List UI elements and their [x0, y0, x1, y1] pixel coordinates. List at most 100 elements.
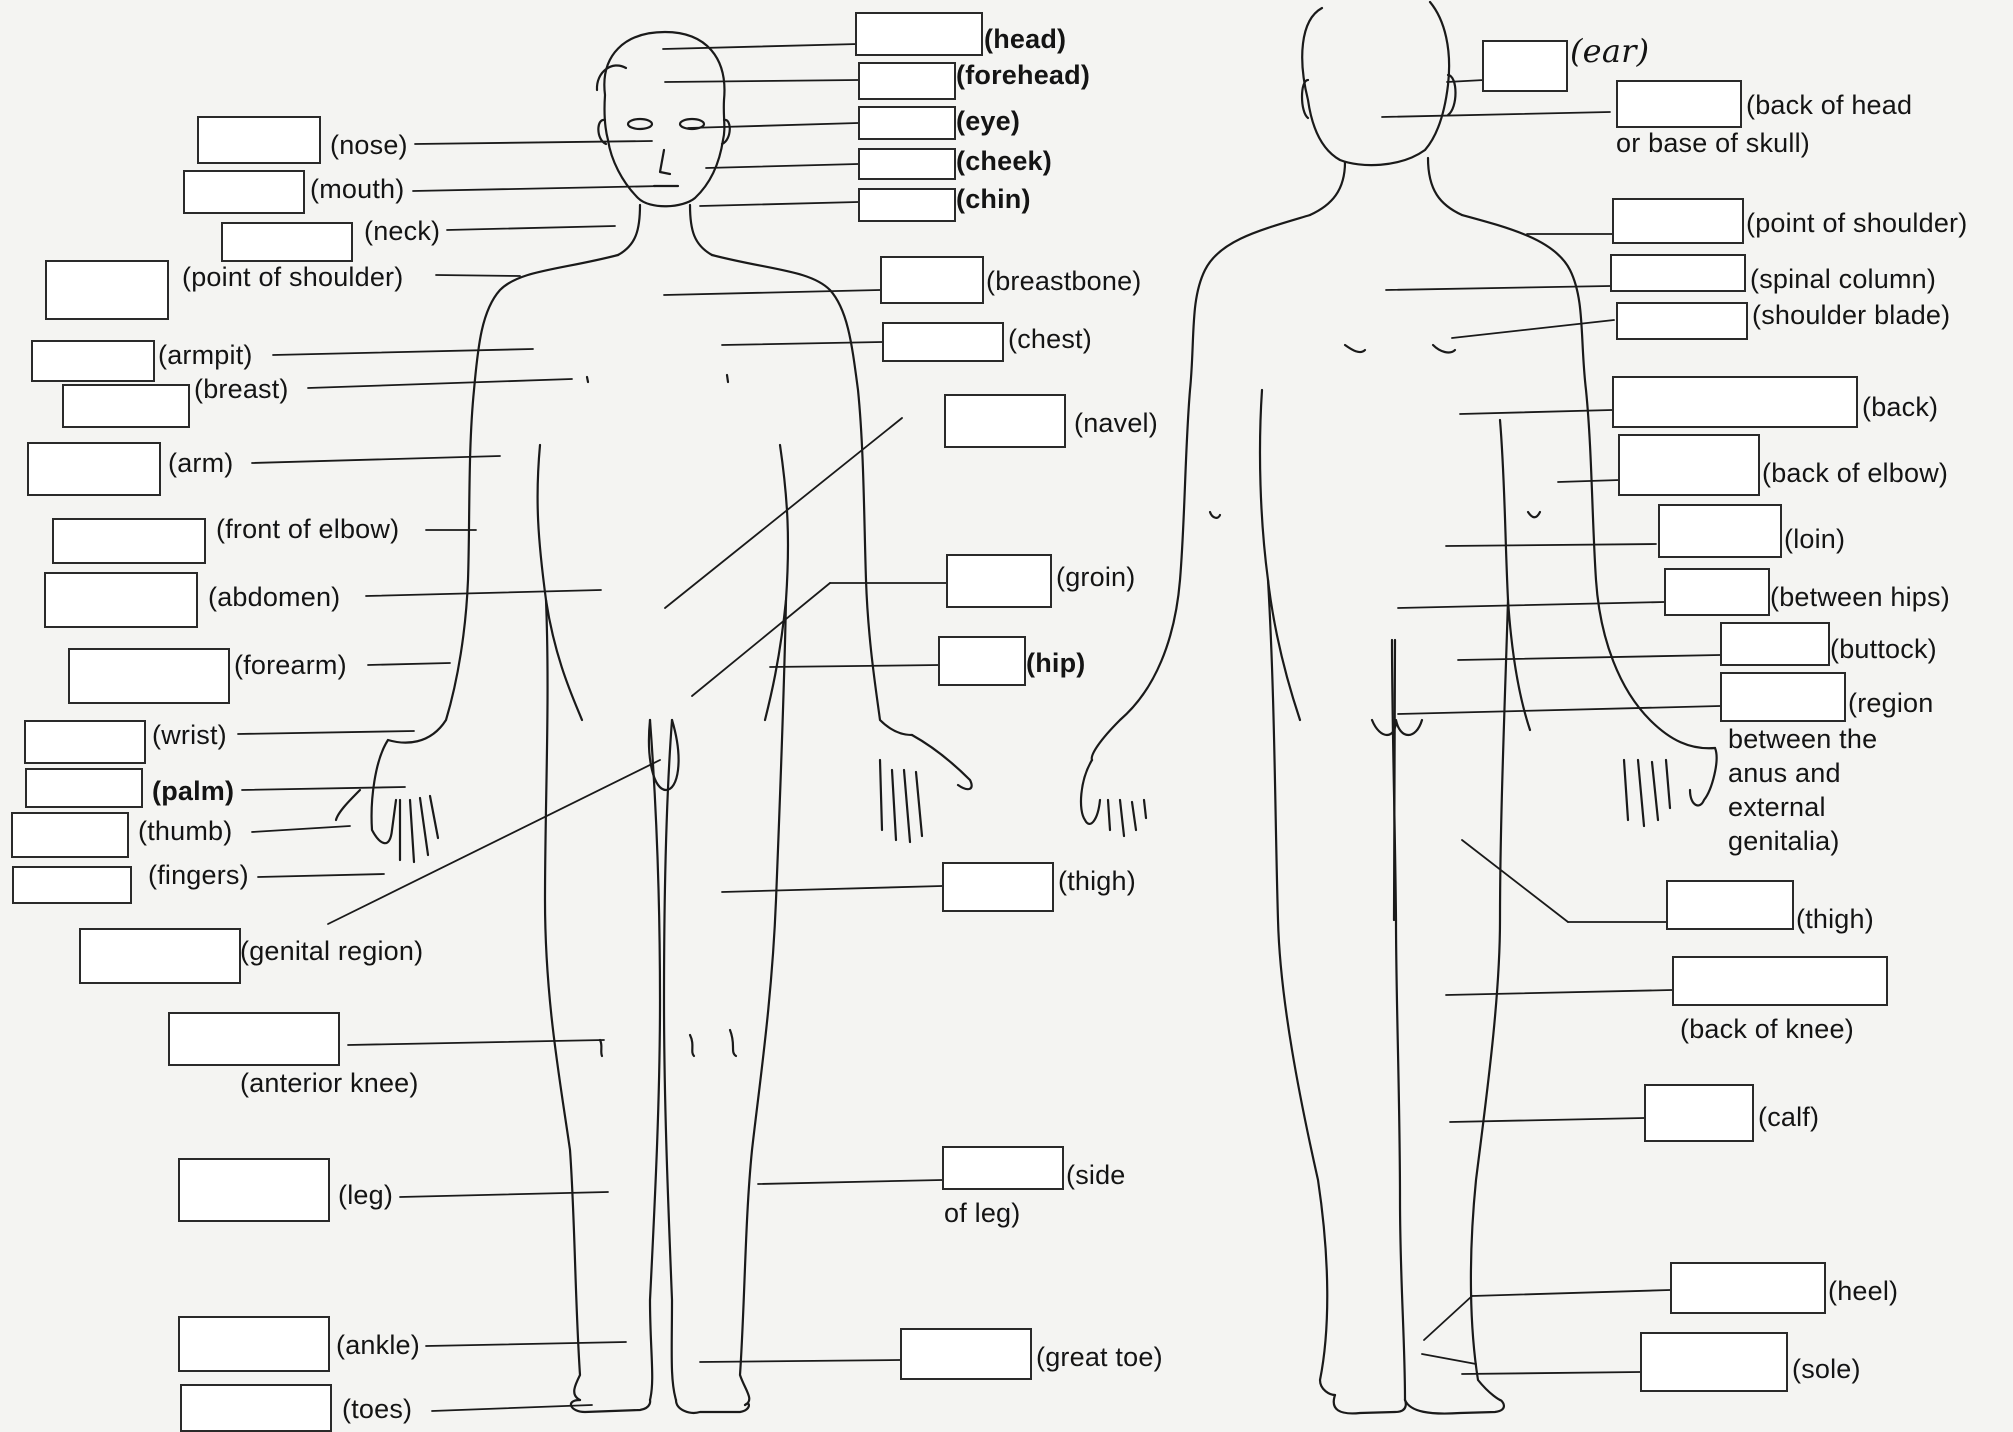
label-side-of-leg-2: of leg) — [944, 1198, 1020, 1228]
label-point-of-shoulder-back: (point of shoulder) — [1746, 208, 1967, 238]
label-chest: (chest) — [1008, 324, 1092, 354]
label-navel: (navel) — [1074, 408, 1158, 438]
label-spinal-column: (spinal column) — [1750, 264, 1936, 294]
answer-box-arm[interactable] — [27, 442, 161, 496]
answer-box-back-of-head[interactable] — [1616, 80, 1742, 128]
label-region-2: between the — [1728, 724, 1877, 754]
answer-box-shoulder-blade[interactable] — [1616, 302, 1748, 340]
answer-box-neck[interactable] — [221, 222, 353, 262]
answer-box-region-anus-genitalia[interactable] — [1720, 672, 1846, 722]
label-back-of-elbow: (back of elbow) — [1762, 458, 1948, 488]
label-breast: (breast) — [194, 374, 289, 404]
label-region-4: external — [1728, 792, 1826, 822]
label-wrist: (wrist) — [152, 720, 227, 750]
answer-box-side-of-leg[interactable] — [942, 1146, 1064, 1190]
label-forearm: (forearm) — [234, 650, 347, 680]
label-sole: (sole) — [1792, 1354, 1861, 1384]
answer-box-chest[interactable] — [882, 322, 1004, 362]
answer-box-back[interactable] — [1612, 376, 1858, 428]
answer-box-front-of-elbow[interactable] — [52, 518, 206, 564]
answer-box-eye[interactable] — [858, 106, 956, 140]
answer-box-great-toe[interactable] — [900, 1328, 1032, 1380]
label-front-of-elbow: (front of elbow) — [216, 514, 399, 544]
answer-box-palm[interactable] — [25, 768, 143, 808]
answer-box-toes[interactable] — [180, 1384, 332, 1432]
answer-box-back-of-knee[interactable] — [1672, 956, 1888, 1006]
answer-box-sole[interactable] — [1640, 1332, 1788, 1392]
label-cheek: (cheek) — [956, 146, 1052, 176]
label-mouth: (mouth) — [310, 174, 404, 204]
answer-box-wrist[interactable] — [24, 720, 146, 764]
label-thigh-front: (thigh) — [1058, 866, 1136, 896]
label-thigh-back: (thigh) — [1796, 904, 1874, 934]
answer-box-ankle[interactable] — [178, 1316, 330, 1372]
answer-box-breast[interactable] — [62, 384, 190, 428]
label-back-of-head-2: or base of skull) — [1616, 128, 1810, 158]
answer-box-back-of-elbow[interactable] — [1618, 434, 1760, 496]
answer-box-cheek[interactable] — [858, 148, 956, 180]
answer-box-abdomen[interactable] — [44, 572, 198, 628]
label-point-of-shoulder-front: (point of shoulder) — [182, 262, 403, 292]
label-chin: (chin) — [956, 184, 1031, 214]
answer-box-forearm[interactable] — [68, 648, 230, 704]
answer-box-point-of-shoulder-front[interactable] — [45, 260, 169, 320]
label-armpit: (armpit) — [158, 340, 253, 370]
label-palm: (palm) — [152, 776, 234, 806]
answer-box-thigh-back[interactable] — [1666, 880, 1794, 930]
answer-box-calf[interactable] — [1644, 1084, 1754, 1142]
label-hip: (hip) — [1026, 648, 1085, 678]
label-leg: (leg) — [338, 1180, 393, 1210]
label-breastbone: (breastbone) — [986, 266, 1142, 296]
answer-box-thumb[interactable] — [11, 812, 129, 858]
answer-box-buttock[interactable] — [1720, 622, 1830, 666]
label-arm: (arm) — [168, 448, 233, 478]
label-side-of-leg-1: (side — [1066, 1160, 1126, 1190]
answer-box-mouth[interactable] — [183, 170, 305, 214]
label-nose: (nose) — [330, 130, 408, 160]
label-loin: (loin) — [1784, 524, 1845, 554]
label-shoulder-blade: (shoulder blade) — [1752, 300, 1950, 330]
answer-box-heel[interactable] — [1670, 1262, 1826, 1314]
answer-box-ear[interactable] — [1482, 40, 1568, 92]
label-fingers: (fingers) — [148, 860, 249, 890]
answer-box-spinal-column[interactable] — [1610, 254, 1746, 292]
label-anterior-knee: (anterior knee) — [240, 1068, 419, 1098]
label-abdomen: (abdomen) — [208, 582, 340, 612]
answer-box-fingers[interactable] — [12, 866, 132, 904]
answer-box-head[interactable] — [855, 12, 983, 56]
answer-box-point-of-shoulder-back[interactable] — [1612, 198, 1744, 244]
label-back-of-head-1: (back of head — [1746, 90, 1912, 120]
answer-box-anterior-knee[interactable] — [168, 1012, 340, 1066]
label-heel: (heel) — [1828, 1276, 1898, 1306]
answer-box-groin[interactable] — [946, 554, 1052, 608]
answer-box-armpit[interactable] — [31, 340, 155, 382]
answer-box-hip[interactable] — [938, 636, 1026, 686]
label-buttock: (buttock) — [1830, 634, 1937, 664]
label-ankle: (ankle) — [336, 1330, 420, 1360]
answer-box-thigh-front[interactable] — [942, 862, 1054, 912]
answer-box-navel[interactable] — [944, 394, 1066, 448]
label-ear: (ear) — [1570, 36, 1649, 66]
label-between-hips: (between hips) — [1770, 582, 1950, 612]
label-toes: (toes) — [342, 1394, 412, 1424]
answer-box-nose[interactable] — [197, 116, 321, 164]
answer-box-loin[interactable] — [1658, 504, 1782, 558]
answer-box-breastbone[interactable] — [880, 256, 984, 304]
label-head: (head) — [984, 24, 1066, 54]
answer-box-between-hips[interactable] — [1664, 568, 1770, 616]
label-eye: (eye) — [956, 106, 1020, 136]
answer-box-leg[interactable] — [178, 1158, 330, 1222]
label-calf: (calf) — [1758, 1102, 1819, 1132]
label-back: (back) — [1862, 392, 1938, 422]
label-neck: (neck) — [364, 216, 440, 246]
label-region-5: genitalia) — [1728, 826, 1840, 856]
answer-box-chin[interactable] — [858, 188, 956, 222]
label-groin: (groin) — [1056, 562, 1135, 592]
label-region-3: anus and — [1728, 758, 1841, 788]
label-great-toe: (great toe) — [1036, 1342, 1163, 1372]
answer-box-forehead[interactable] — [858, 62, 956, 100]
label-forehead: (forehead) — [956, 60, 1090, 90]
label-genital-region: (genital region) — [240, 936, 423, 966]
answer-box-genital-region[interactable] — [79, 928, 241, 984]
